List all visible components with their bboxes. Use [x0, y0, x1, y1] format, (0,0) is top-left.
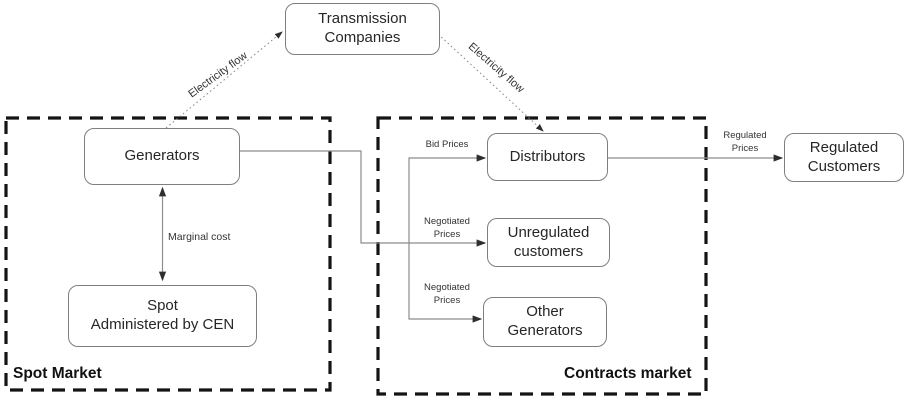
spot-market-container: [4, 116, 332, 392]
node-transmission-companies: Transmission Companies: [285, 3, 440, 55]
contracts-market-container: [376, 116, 708, 396]
edge-label-regulated-prices: Regulated Prices: [723, 130, 767, 155]
edge-label-marginal-cost: Marginal cost: [168, 231, 231, 243]
node-regulated-customers: Regulated Customers: [784, 133, 904, 182]
edge-generators-to-transmission: [165, 31, 283, 129]
edge-label-bid-prices: Bid Prices: [425, 139, 469, 150]
edge-label-negotiated-prices-2: Negotiated Prices: [424, 282, 470, 307]
node-generators: Generators: [84, 128, 240, 185]
edge-label-negotiated-prices-1: Negotiated Prices: [424, 216, 470, 241]
spot-market-title: Spot Market: [13, 365, 102, 382]
edge-generators-to-unregulated-customers: [240, 150, 487, 247]
edge-transmission-to-distributors: [437, 33, 544, 132]
node-unregulated-customers: Unregulated customers: [487, 218, 610, 267]
edge-generators-to-other-generators: [408, 243, 483, 323]
node-other-generators: Other Generators: [483, 297, 607, 347]
node-spot-administered-by-cen: Spot Administered by CEN: [68, 285, 257, 347]
node-distributors: Distributors: [487, 133, 608, 181]
edge-generators-to-distributors: [408, 154, 487, 243]
contracts-market-title: Contracts market: [564, 365, 692, 382]
